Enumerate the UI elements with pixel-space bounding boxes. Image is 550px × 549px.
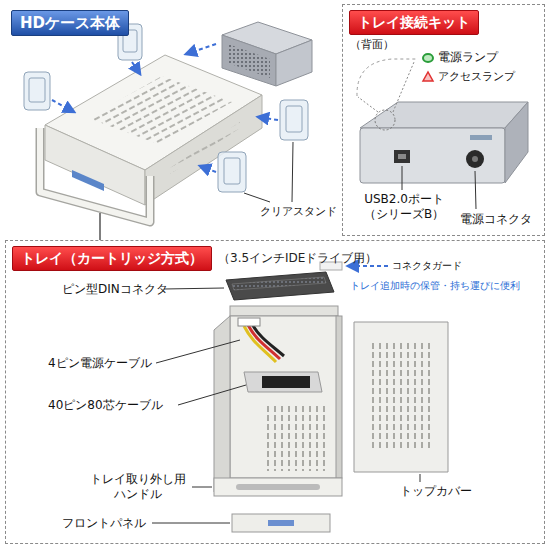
part-label: USB2.0ポート （シリーズB） xyxy=(358,192,450,222)
tray-wall xyxy=(214,316,230,492)
part-label: クリアスタンド xyxy=(260,205,337,219)
part-label: コネクタガード xyxy=(392,260,462,273)
kit-side xyxy=(505,102,528,183)
usb-port xyxy=(394,150,410,163)
clear-stand xyxy=(224,158,240,184)
assembly-arrow xyxy=(348,265,388,267)
part-label: フロントパネル xyxy=(62,516,146,531)
part-label: トレイ取り外し用 ハンドル xyxy=(86,472,190,502)
part-label: トップカバー xyxy=(400,484,472,499)
part-label: （背面） xyxy=(350,38,394,52)
clear-stand xyxy=(280,100,308,140)
assembly-arrow xyxy=(52,100,74,112)
top-cover-vents xyxy=(372,340,430,450)
part-label: ピン型DINコネクタ xyxy=(62,282,168,297)
assembly-arrow xyxy=(200,166,216,172)
leader-line xyxy=(402,166,403,190)
zoom-circle xyxy=(375,110,395,130)
leader-line xyxy=(156,340,240,363)
din-connector xyxy=(226,272,334,300)
clear-stand xyxy=(286,106,302,132)
clear-stand xyxy=(29,78,45,102)
din-pins xyxy=(232,277,326,290)
leader-line xyxy=(292,142,293,202)
panel-heading: トレイ（カートリッジ方式） xyxy=(12,246,212,271)
front-panel-logo xyxy=(268,520,294,526)
hd-case xyxy=(40,55,262,222)
assembly-arrow xyxy=(132,62,140,74)
kit-top xyxy=(360,102,528,128)
panel-heading: HDケース本体 xyxy=(11,10,129,36)
kit-back xyxy=(357,54,528,209)
leader-lines xyxy=(244,142,293,202)
assembly-arrow xyxy=(258,117,278,120)
leader-line xyxy=(475,171,476,209)
case-side xyxy=(145,95,262,205)
leader-lines xyxy=(152,288,420,523)
tray-vents xyxy=(262,405,328,471)
clear-stand xyxy=(24,72,50,110)
ide-connector xyxy=(262,376,310,388)
part-label: トレイ追加時の保管・持ち運びに便利 xyxy=(350,280,520,293)
leader-line xyxy=(192,487,212,488)
kit-side xyxy=(276,40,312,86)
case-handle xyxy=(40,128,150,222)
part-label: 4ピン電源ケーブル xyxy=(48,356,152,371)
part-label: アクセスランプ xyxy=(438,70,515,84)
ide-cable xyxy=(244,372,322,392)
panel-head: トレイ（カートリッジ方式） （3.5インチIDEドライブ用） xyxy=(6,241,544,276)
kit-face xyxy=(222,35,276,86)
leader-line xyxy=(152,523,230,524)
case-handle xyxy=(40,128,150,222)
tray-handle xyxy=(236,484,320,490)
kit-front xyxy=(360,128,505,183)
zoom-line xyxy=(393,62,414,112)
clear-stand xyxy=(218,152,246,192)
leader-line xyxy=(164,288,224,289)
panel-heading: トレイ接続キット xyxy=(349,10,479,35)
front-panel xyxy=(232,514,330,532)
power-lamp xyxy=(423,54,433,62)
tray-wall xyxy=(336,316,342,478)
leader-line xyxy=(420,474,421,482)
tray-back xyxy=(230,306,338,316)
power-connector xyxy=(472,156,478,162)
kit-pins xyxy=(228,44,270,78)
clear-stands xyxy=(24,24,308,192)
link-line xyxy=(99,213,101,240)
usb-port xyxy=(398,154,406,159)
leader-line xyxy=(178,385,246,405)
panel-head: HDケース本体 xyxy=(5,5,335,41)
kit-logo xyxy=(470,135,492,140)
kit-piece xyxy=(222,22,312,86)
part-label: 電源コネクタ xyxy=(460,212,532,227)
case-logo xyxy=(72,170,104,191)
top-cover xyxy=(354,322,448,472)
panel-area: HDケース本体 xyxy=(5,5,335,233)
zoom-line xyxy=(358,97,378,112)
power-cable xyxy=(248,325,280,359)
power-plug xyxy=(238,318,260,326)
access-lamp xyxy=(423,72,433,81)
assembly-arrow xyxy=(186,44,216,54)
zoom-outline xyxy=(357,59,418,96)
panel-head: トレイ接続キット xyxy=(343,5,544,40)
panel-subheading: （3.5インチIDEドライブ用） xyxy=(218,250,377,267)
part-label: 40ピン80芯ケーブル xyxy=(48,398,163,413)
power-connector xyxy=(466,150,484,168)
leader-line xyxy=(244,193,270,202)
tray-handle xyxy=(214,478,342,496)
part-label: 電源ランプ xyxy=(438,50,498,65)
tray-floor xyxy=(230,316,338,478)
power-cable xyxy=(252,324,284,356)
assembly-arrows xyxy=(52,44,278,172)
